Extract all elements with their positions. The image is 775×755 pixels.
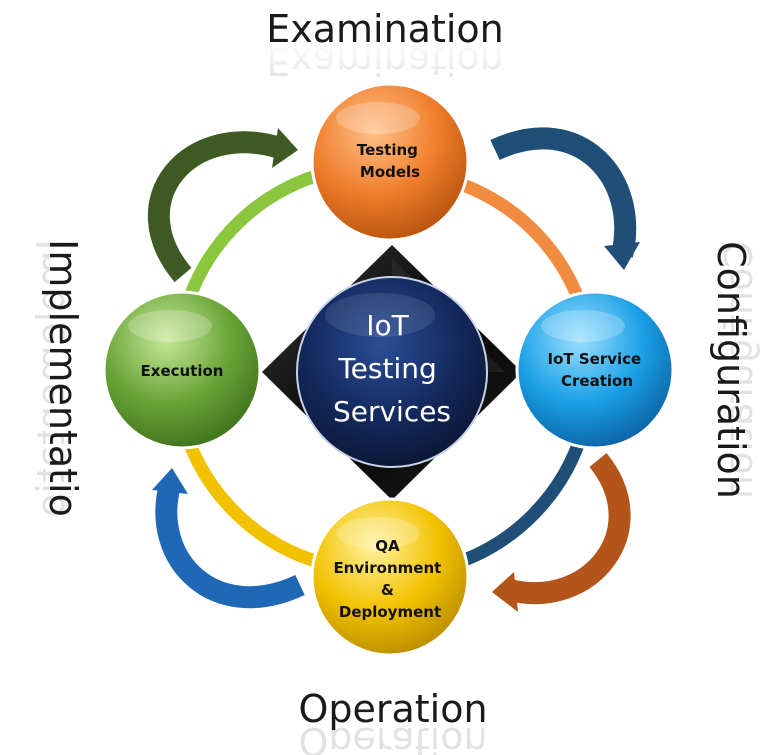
node-qa-environment-deployment: QA Environment & Deployment <box>310 497 470 657</box>
arrow-top-right <box>490 127 640 270</box>
arrow-bottom-right <box>492 453 631 612</box>
arrow-bottom-left <box>152 468 305 609</box>
phase-label-right: Configuration Configuration <box>709 241 761 499</box>
node-execution: Execution <box>102 290 262 450</box>
center-line-2: Testing <box>337 352 436 385</box>
svg-text:Execution: Execution <box>141 362 224 380</box>
phase-label-left: Implementatio Implementatio <box>29 239 85 517</box>
node-testing-models: Testing Models <box>310 82 470 242</box>
phase-label-top: Examination Examination <box>266 7 504 83</box>
ring-segment-right-bottom <box>443 423 590 572</box>
node-bottom-line-1: QA <box>375 537 400 555</box>
node-left-line-1: Execution <box>141 362 224 380</box>
node-top-line-1: Testing <box>357 141 418 159</box>
center-line-1: IoT <box>366 309 409 342</box>
svg-text:Configuration: Configuration <box>709 241 753 499</box>
center-title: IoT Testing Services <box>333 309 451 428</box>
svg-text:Implementatio: Implementatio <box>29 239 73 517</box>
svg-text:Examination: Examination <box>266 39 504 83</box>
svg-text:Configuration: Configuration <box>717 241 761 499</box>
node-bottom-line-2: Environment <box>333 559 441 577</box>
arrow-top-left <box>147 128 298 283</box>
svg-text:Operation: Operation <box>298 719 487 755</box>
svg-text:Examination: Examination <box>266 7 504 51</box>
center-circle <box>296 276 488 468</box>
ring-segment-bottom-left <box>178 423 337 572</box>
node-bottom-line-3: & <box>381 581 394 599</box>
svg-text:Testing Models: Testing Models <box>357 141 423 181</box>
svg-text:IoT Service Creation: IoT Service Creation <box>548 350 647 390</box>
svg-text:QA Environment &: QA Environment & Deployment <box>333 537 446 621</box>
node-iot-service-creation: IoT Service Creation <box>515 290 675 450</box>
center-line-3: Services <box>333 395 451 428</box>
node-right-line-1: IoT Service <box>548 350 642 368</box>
node-bottom-line-4: Deployment <box>339 603 441 621</box>
svg-text:Operation: Operation <box>298 687 487 731</box>
node-top-line-2: Models <box>360 163 420 181</box>
svg-text:Implementatio: Implementatio <box>41 239 85 517</box>
ring-segment-left-top <box>178 165 337 319</box>
node-right-line-2: Creation <box>561 372 633 390</box>
phase-label-bottom: Operation Operation <box>298 687 487 755</box>
